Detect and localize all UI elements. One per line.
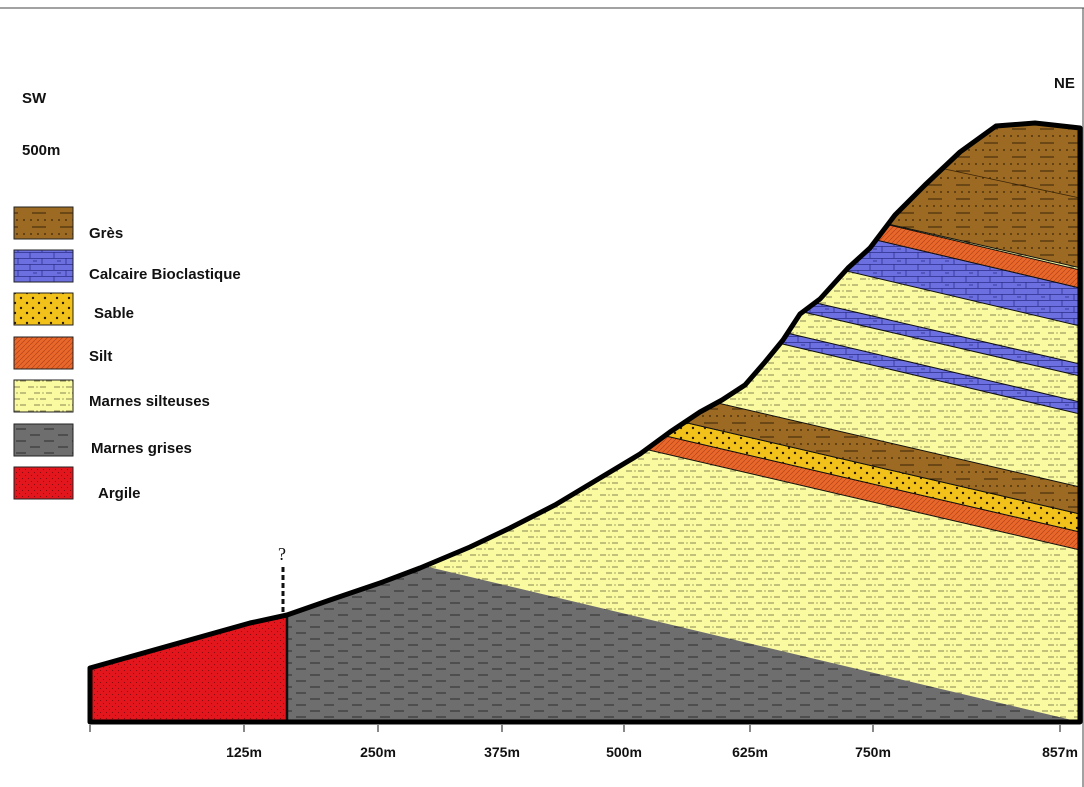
x-axis-ticks: 125m 250m 375m 500m 625m 750m 857m: [226, 725, 1078, 760]
legend-label-marnes-silteuses: Marnes silteuses: [89, 393, 210, 410]
legend-swatch-silt: [13, 336, 74, 370]
strata: [90, 123, 1080, 722]
legend-label-gres: Grès: [89, 225, 123, 242]
topographic-profile: [87, 120, 1083, 725]
legend-item-marnes-grises: Marnes grises: [13, 423, 192, 457]
gres-internal-bedding: [939, 167, 1080, 199]
legend-swatch-marnes-silteuses: [13, 379, 74, 413]
legend-label-calcaire: Calcaire Bioclastique: [89, 266, 241, 283]
legend: Grès Calcaire Bioclastique Sable Silt Ma…: [13, 206, 241, 502]
legend-item-sable: Sable: [13, 292, 134, 326]
orientation-right-label: NE: [1054, 75, 1075, 92]
x-axis-tick-label: 750m: [855, 744, 891, 760]
orientation-left-label: SW: [22, 90, 47, 107]
uncertain-contact-question-mark: ?: [278, 544, 286, 564]
legend-label-sable: Sable: [94, 305, 134, 322]
elevation-label: 500m: [22, 142, 60, 159]
x-axis-tick-label: 125m: [226, 744, 262, 760]
legend-swatch-sable: [13, 292, 74, 326]
legend-label-silt: Silt: [89, 348, 112, 365]
legend-item-calcaire: Calcaire Bioclastique: [13, 249, 241, 283]
x-axis-tick-label: 857m: [1042, 744, 1078, 760]
x-axis-tick-label: 625m: [732, 744, 768, 760]
legend-swatch-marnes-grises: [13, 423, 74, 457]
x-axis-tick-label: 500m: [606, 744, 642, 760]
legend-label-marnes-grises: Marnes grises: [91, 440, 192, 457]
legend-swatch-calcaire: [13, 249, 74, 283]
legend-item-gres: Grès: [13, 206, 123, 242]
legend-label-argile: Argile: [98, 485, 141, 502]
x-axis-tick-label: 250m: [360, 744, 396, 760]
legend-item-marnes-silteuses: Marnes silteuses: [13, 379, 210, 413]
legend-item-argile: Argile: [13, 466, 141, 502]
layer-marnes-grises: [287, 560, 1080, 722]
legend-item-silt: Silt: [13, 336, 112, 370]
legend-swatch-gres: [13, 206, 74, 240]
x-axis: 125m 250m 375m 500m 625m 750m 857m: [89, 725, 1078, 760]
legend-swatch-argile: [13, 466, 74, 500]
x-axis-tick-label: 375m: [484, 744, 520, 760]
